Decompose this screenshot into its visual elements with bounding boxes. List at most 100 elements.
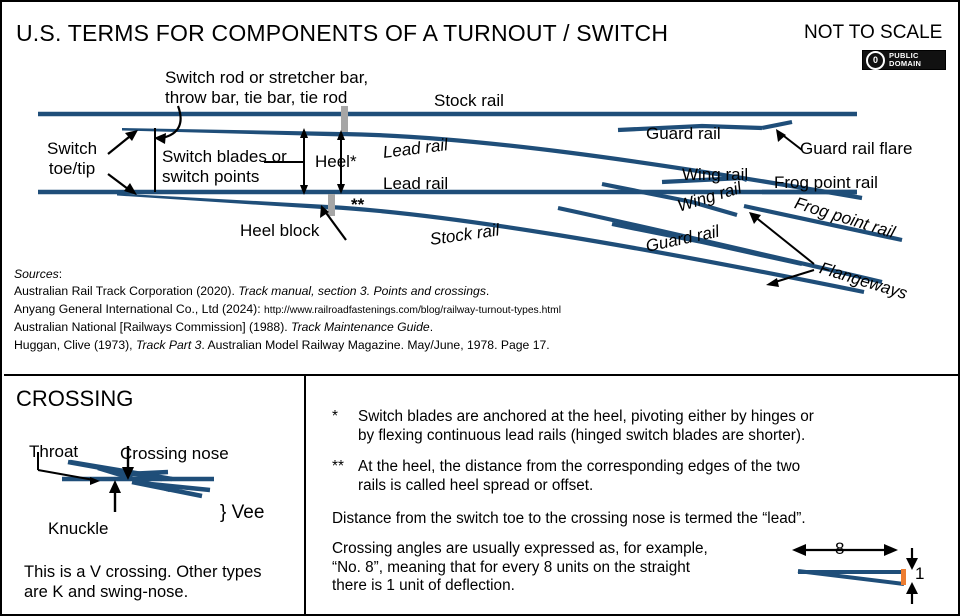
source-item: Huggan, Clive (1973), Track Part 3. Aust… <box>14 337 614 354</box>
crossing-angle-note-line2: “No. 8”, meaning that for every 8 units … <box>332 558 690 576</box>
source-url[interactable]: http://www.railroadfastenings.com/blog/r… <box>264 304 562 316</box>
switch-blades-label: Switch blades or switch points <box>162 147 287 186</box>
switch-rod-pointer-head <box>154 133 166 144</box>
knuckle-arrow <box>109 480 121 512</box>
stock-rail-top-label: Stock rail <box>434 91 504 110</box>
source-tail: . <box>429 320 434 335</box>
ratio-deflection-marker <box>901 569 906 585</box>
sources-block: Sources: Australian Rail Track Corporati… <box>14 266 614 354</box>
switch-toe-label-line1: Switch <box>47 139 98 158</box>
heel-spread-marker: ** <box>351 195 365 214</box>
guard-rail-flare-arrow <box>776 129 803 151</box>
ratio-deflected-rail <box>797 569 905 586</box>
diverging-rail-lower <box>557 205 883 285</box>
switch-toe-arrow-down <box>107 173 137 195</box>
guard-rail-flare-label: Guard rail flare <box>800 139 913 158</box>
wing-rail-top-label: Wing rail <box>682 165 749 184</box>
tie-bar-upper <box>341 106 348 132</box>
switch-rod-label: Switch rod or stretcher bar, throw bar, … <box>165 68 368 107</box>
crossing-angle-note: Crossing angles are usually expressed as… <box>332 540 792 596</box>
crossing-rail-a <box>67 459 163 482</box>
tie-bar-lower <box>328 194 335 216</box>
throat-arrow <box>37 452 100 485</box>
lead-definition-note: Distance from the switch toe to the cros… <box>332 510 806 527</box>
crossing-nose-arrow <box>122 446 134 480</box>
note-line2: by flexing continuous lead rails (hinged… <box>358 426 806 444</box>
crossing-rail-b <box>125 469 169 477</box>
heel-extent-arrow <box>337 130 345 194</box>
source-plain: Anyang General International Co., Ltd (2… <box>14 301 264 316</box>
knuckle-label: Knuckle <box>48 519 109 538</box>
crossing-diagram <box>37 446 214 512</box>
flangeway-arrow-lower <box>766 269 815 287</box>
public-domain-line2: DOMAIN <box>889 59 922 68</box>
source-item: Australian Rail Track Corporation (2020)… <box>14 283 614 300</box>
crossing-angle-note-line1: Crossing angles are usually expressed as… <box>332 540 708 557</box>
source-plain: Australian National [Railways Commission… <box>14 320 292 335</box>
rise-dimension-arrow <box>906 548 918 604</box>
switch-blade-lower <box>117 193 329 210</box>
note-marker: ** <box>332 458 344 475</box>
throat-label: Throat <box>29 442 79 461</box>
crossing-nose-label: Crossing nose <box>120 444 229 463</box>
crossing-caption-line1: This is a V crossing. Other types <box>24 563 262 581</box>
note-line2: rails is called heel spread or offset. <box>358 476 594 494</box>
frog-point-rail-lower <box>743 203 903 243</box>
switch-toe-label: Switch toe/tip <box>47 139 97 178</box>
public-domain-mark-icon: 0 <box>866 50 885 70</box>
crossing-caption: This is a V crossing. Other types are K … <box>24 562 262 602</box>
note-item: ** At the heel, the distance from the co… <box>332 458 912 495</box>
switch-rod-pointer <box>161 105 182 140</box>
switch-rod-label-line1: Switch rod or stretcher bar, <box>165 68 369 87</box>
run-dimension-arrow <box>792 544 898 556</box>
sources-heading-text: Sources <box>14 267 59 281</box>
vertical-divider <box>304 374 306 614</box>
note-marker: * <box>332 408 338 425</box>
heel-block-label: Heel block <box>240 221 320 240</box>
switch-blades-label-line2: switch points <box>162 166 260 186</box>
sources-heading: Sources: <box>14 266 614 283</box>
crossing-rail-d <box>131 479 203 499</box>
crossing-caption-line2: are K and swing-nose. <box>24 583 189 601</box>
source-tail: . <box>485 284 490 299</box>
blade-extent-arrow <box>264 128 308 195</box>
public-domain-text: PUBLIC DOMAIN <box>889 50 922 69</box>
page-title: U.S. TERMS FOR COMPONENTS OF A TURNOUT /… <box>16 20 669 46</box>
public-domain-line1: PUBLIC <box>889 50 919 60</box>
note-line1: Switch blades are anchored at the heel, … <box>358 408 814 425</box>
horizontal-divider <box>4 374 958 376</box>
switch-blades-label-line1: Switch blades or <box>162 147 287 166</box>
vee-label: } Vee <box>220 502 265 523</box>
source-tail: . Australian Model Railway Magazine. May… <box>201 337 550 352</box>
frog-point-rail-label-1: Frog point rail <box>774 173 878 192</box>
not-to-scale-label: NOT TO SCALE <box>804 22 943 43</box>
note-item: * Switch blades are anchored at the heel… <box>332 408 912 445</box>
source-italic: Track Maintenance Guide <box>291 320 430 335</box>
heel-label: Heel* <box>315 152 357 171</box>
crossing-panel-title: CROSSING <box>16 386 134 411</box>
sources-heading-colon: : <box>58 267 63 281</box>
guard-rail-top-label: Guard rail <box>646 124 721 143</box>
switch-toe-label-line2: toe/tip <box>48 158 96 178</box>
guard-rail-upper <box>617 123 763 133</box>
note-line1: At the heel, the distance from the corre… <box>358 458 801 475</box>
source-item: Australian National [Railways Commission… <box>14 319 614 336</box>
turnout-diagram <box>38 105 903 295</box>
note-body: Switch blades are anchored at the heel, … <box>358 408 814 445</box>
source-italic: Track manual, section 3. Points and cros… <box>238 284 486 299</box>
crossing-rail-e <box>149 481 211 493</box>
ratio-diagram <box>792 544 918 604</box>
source-plain: Australian Rail Track Corporation (2020)… <box>14 284 239 299</box>
stock-rail-lower-curved <box>328 204 865 295</box>
switch-rod-label-line2: throw bar, tie bar, tie rod <box>165 87 348 107</box>
lead-rail-upper <box>341 131 863 201</box>
heel-block-arrow <box>320 205 347 241</box>
source-plain: Huggan, Clive (1973), <box>14 337 136 352</box>
wing-rail-lower <box>601 181 738 218</box>
wing-rail-upper <box>661 175 748 185</box>
flangeway-arrow-upper <box>749 212 815 265</box>
ratio-rise-label: 1 <box>915 564 925 583</box>
guard-rail-upper-flare <box>761 119 793 131</box>
crossing-angle-note-line3: there is 1 unit of deflection. <box>332 577 515 595</box>
